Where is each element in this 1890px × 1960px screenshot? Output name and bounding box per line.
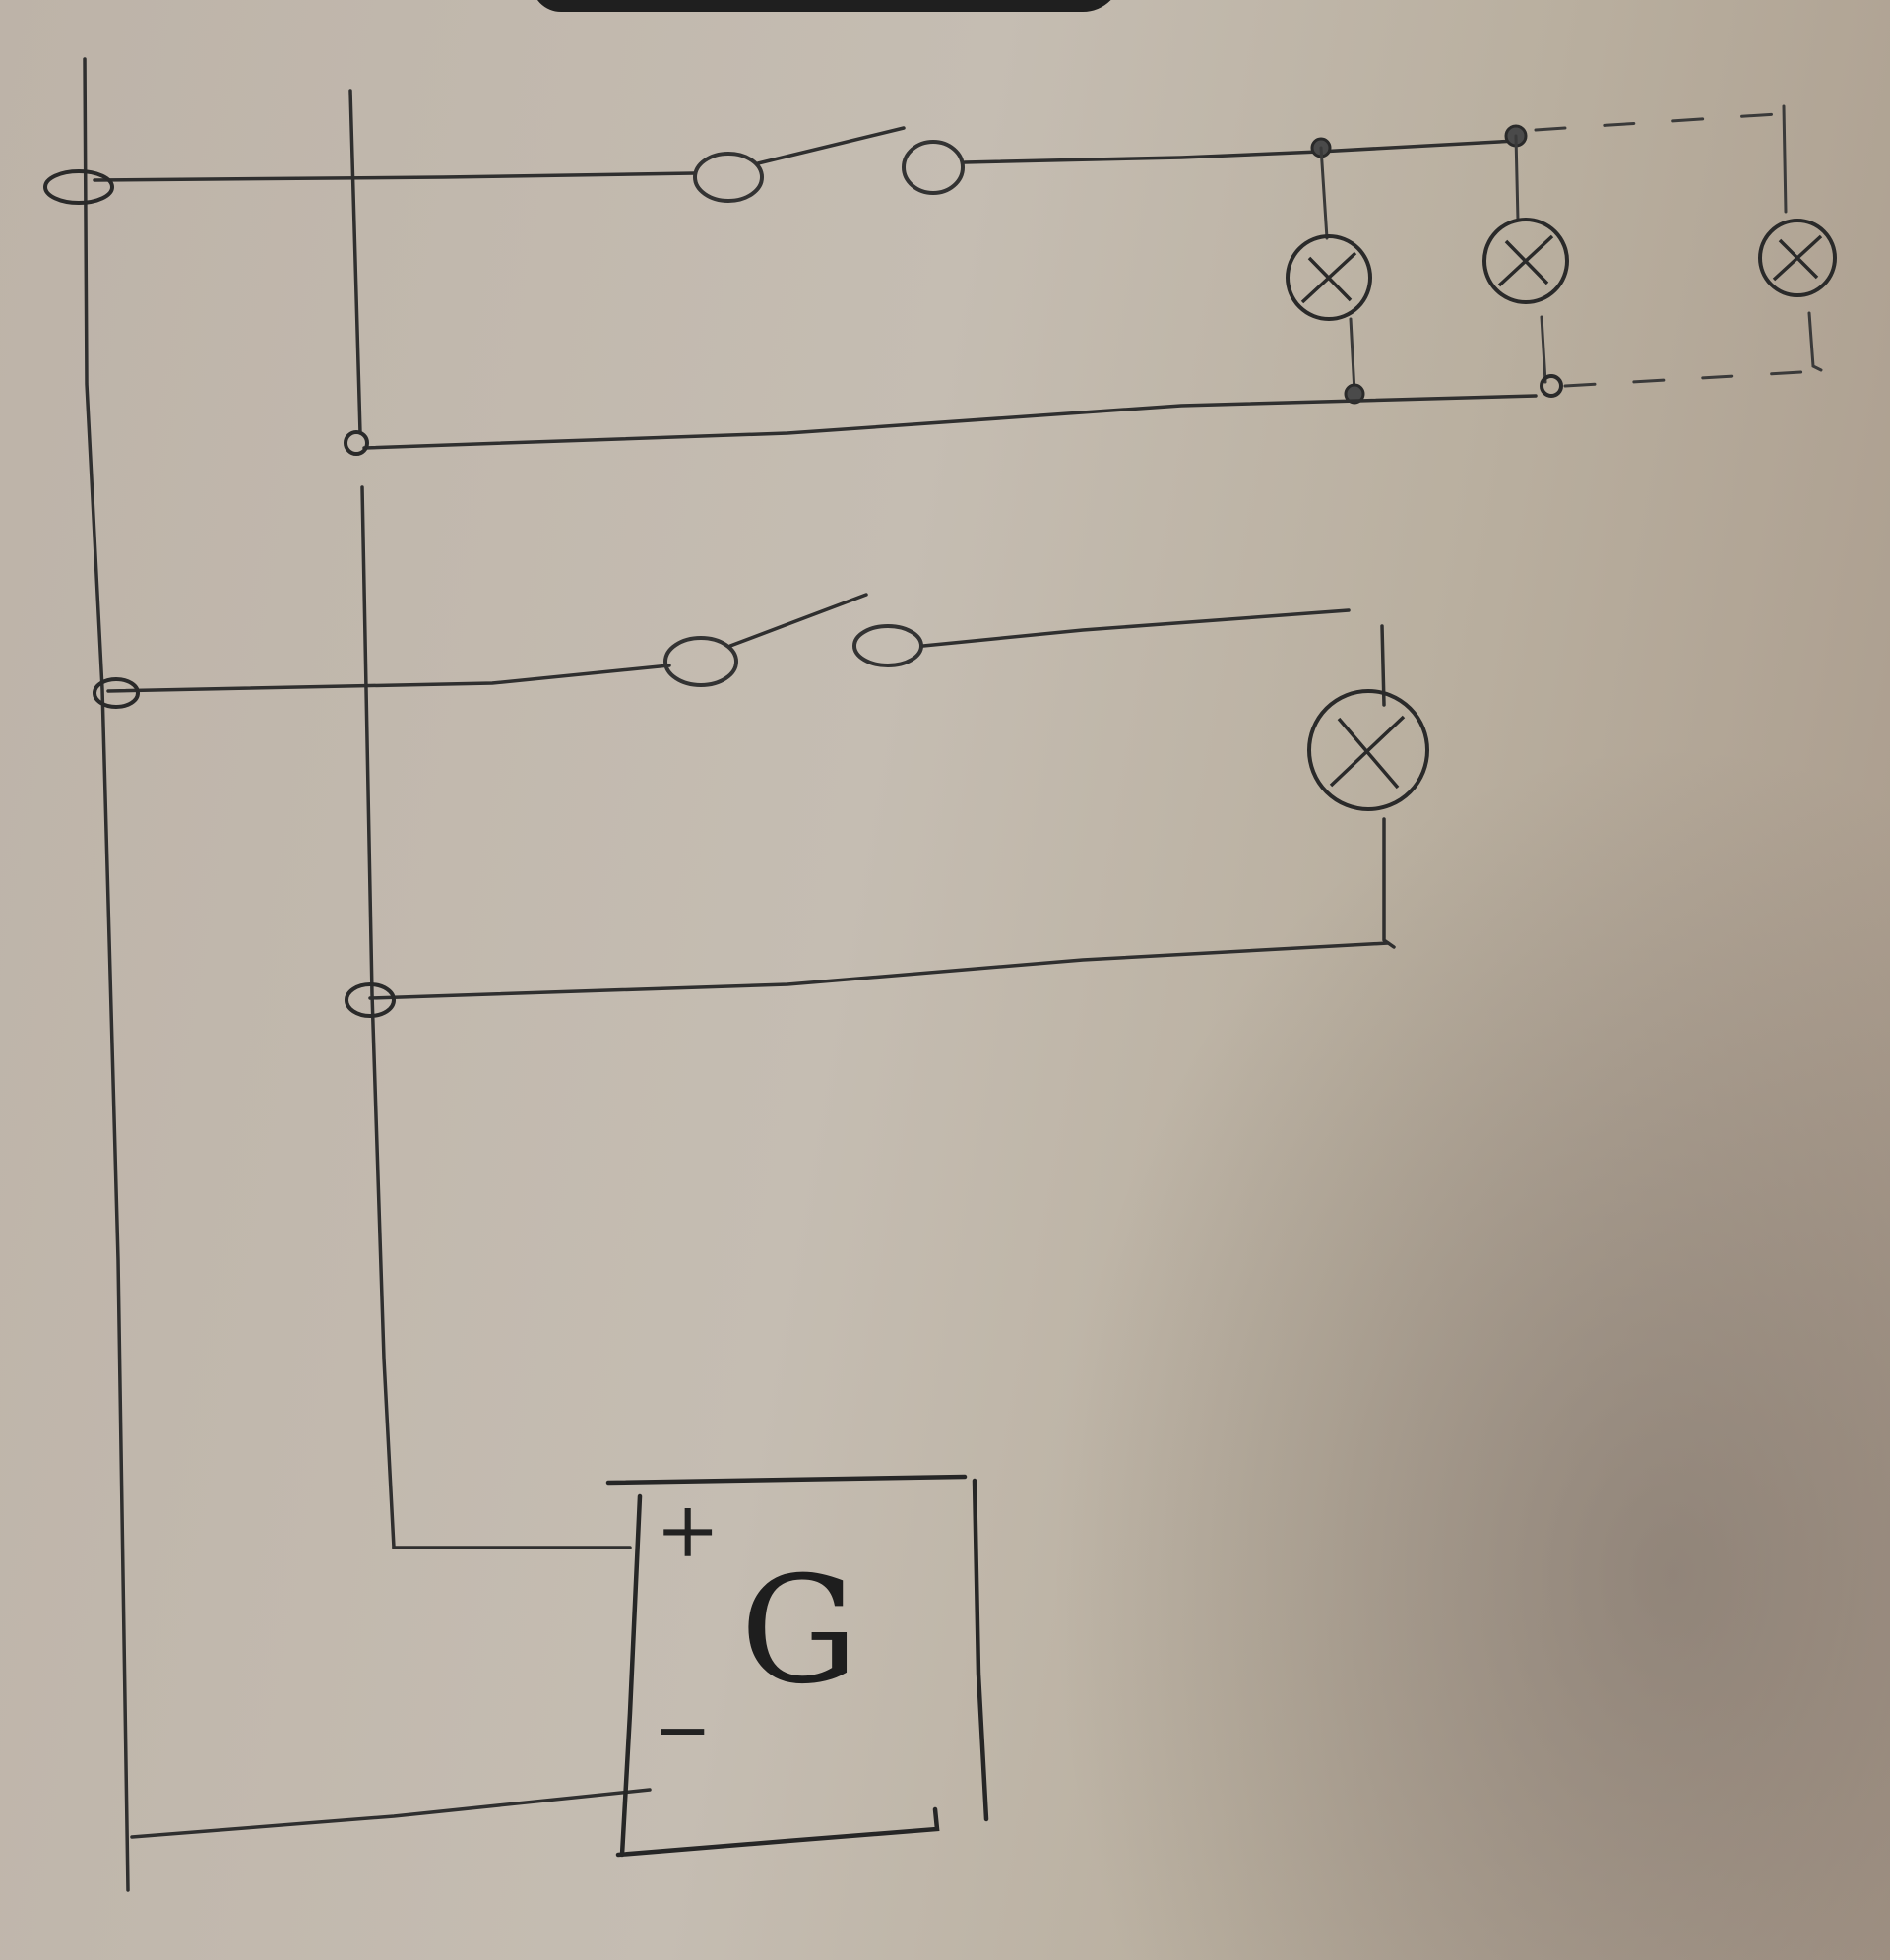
lamp-1-body <box>1286 234 1372 321</box>
far-lamp-top-lead <box>1782 104 1788 214</box>
junction-node-top-left <box>43 169 114 205</box>
lamp-3-cross-b <box>1778 238 1819 280</box>
lamp-4-body <box>1307 689 1429 811</box>
generator-box-right <box>972 1478 989 1822</box>
lamp-2-top-lead <box>1514 134 1520 222</box>
switch-contact-right <box>902 140 965 195</box>
top-branch-wire-left <box>93 171 696 182</box>
inner-vertical-bus-upper <box>348 89 362 435</box>
crossed-circle-lamp-icon <box>1286 234 1372 321</box>
switch-blade <box>756 126 906 165</box>
generator-box-bottom <box>615 1806 940 1858</box>
generator-plus-label: + <box>656 1486 721 1575</box>
lamp-2-body <box>1482 218 1569 304</box>
generator-box-left <box>619 1493 643 1858</box>
generator-minus-lead <box>130 1788 652 1839</box>
lamp-3-body <box>1758 219 1837 297</box>
junction-node-lamp-1-bottom <box>1344 383 1365 405</box>
lamp-3-bottom-lead <box>1807 311 1823 372</box>
middle-branch-wire-left <box>106 664 671 693</box>
switch-2-contact-left <box>663 636 738 687</box>
crossed-circle-lamp-icon <box>1758 219 1837 297</box>
switch-2-contact-right <box>852 624 923 667</box>
lamp-4-cross-b <box>1337 717 1400 790</box>
generator-symbol-label: G <box>740 1546 858 1717</box>
top-branch-dashed-extension <box>1534 111 1794 132</box>
upper-return-rail <box>362 394 1538 450</box>
junction-node-middle-left <box>93 677 140 709</box>
top-branch-wire-right <box>963 139 1518 164</box>
lamp-4-bottom-lead <box>1382 817 1396 949</box>
generator-box <box>605 1474 989 1858</box>
generator-box-top <box>605 1474 968 1486</box>
inner-vertical-bus-lower <box>360 485 396 1549</box>
lamp-2-bottom-lead <box>1540 315 1547 384</box>
generator-minus-label: − <box>654 1689 712 1770</box>
lower-return-rail <box>368 941 1390 1000</box>
lamp-1-bottom-lead <box>1349 317 1356 394</box>
switch-2-blade <box>728 593 868 648</box>
crossed-circle-lamp-icon <box>1307 689 1429 811</box>
cropped-heading-ink <box>532 0 1122 12</box>
lower-rail-dashed-extension <box>1563 370 1803 388</box>
open-switch-icon <box>693 126 965 203</box>
open-switch-icon <box>663 593 923 687</box>
lamp-1-top-lead <box>1319 146 1329 240</box>
left-vertical-bus <box>83 57 130 1892</box>
junction-node-inner-upper <box>344 430 369 456</box>
junction-node-lamp-2-bottom <box>1540 374 1563 398</box>
lamp-1-cross-b <box>1307 256 1353 302</box>
middle-branch-wire-right <box>921 608 1351 648</box>
switch-contact-left <box>693 152 764 203</box>
lamp-2-cross-b <box>1504 239 1549 285</box>
crossed-circle-lamp-icon <box>1482 218 1569 304</box>
junction-node-inner-lower <box>345 982 396 1018</box>
